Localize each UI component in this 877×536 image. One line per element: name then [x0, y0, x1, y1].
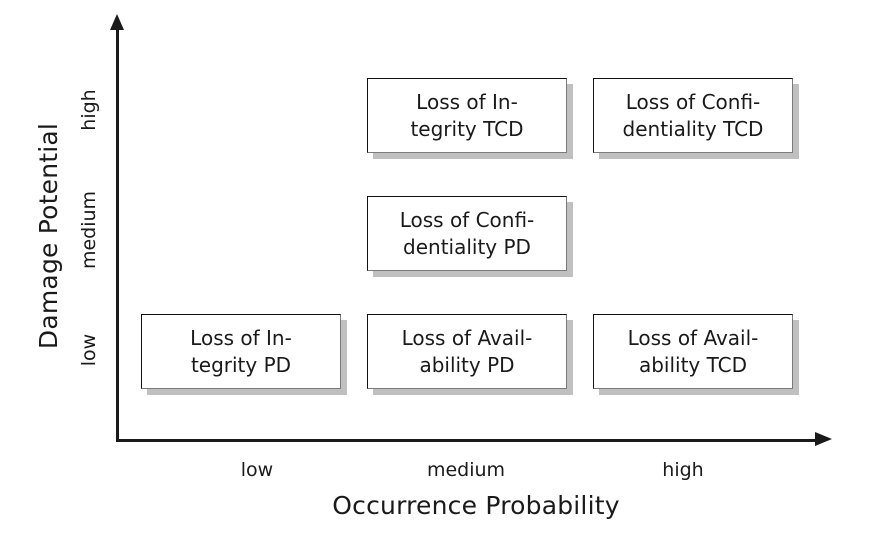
y-axis-tick-low: low: [78, 333, 100, 367]
risk-cell-label-line1: Loss of In-: [190, 325, 292, 350]
risk-cell-integrity-tcd: Loss of In- tegrity TCD: [367, 78, 567, 153]
x-axis-line: [116, 439, 822, 442]
x-axis-arrow-icon: [815, 432, 832, 446]
x-axis-tick-high: high: [662, 459, 704, 481]
risk-cell-confidentiality-tcd: Loss of Confi- dentiality TCD: [593, 78, 793, 153]
risk-cell-label-line2: ability TCD: [638, 353, 748, 377]
y-axis-tick-medium: medium: [78, 190, 100, 270]
risk-cell-label-line2: dentiality PD: [403, 235, 531, 259]
risk-cell-confidentiality-pd: Loss of Confi- dentiality PD: [367, 196, 567, 271]
x-axis-tick-low: low: [240, 459, 274, 481]
risk-cell-integrity-pd: Loss of In- tegrity PD: [141, 314, 341, 389]
risk-cell-label-line2: ability PD: [419, 353, 515, 377]
x-axis-tick-medium: medium: [426, 459, 506, 481]
risk-cell-label-line2: dentiality TCD: [622, 117, 764, 141]
y-axis-title: Damage Potential: [34, 122, 63, 350]
risk-cell-label-line1: Loss of In-: [416, 89, 518, 114]
x-axis-title: Occurrence Probability: [332, 491, 620, 520]
risk-cell-availability-tcd: Loss of Avail- ability TCD: [593, 314, 793, 389]
y-axis-line: [116, 26, 119, 442]
risk-cell-label-line1: Loss of Confi-: [399, 207, 535, 232]
risk-cell-label-line1: Loss of Avail-: [401, 325, 533, 350]
y-axis-arrow-icon: [110, 14, 124, 30]
y-axis-tick-high: high: [78, 89, 100, 131]
risk-cell-label-line2: tegrity PD: [190, 353, 292, 377]
risk-cell-label-line1: Loss of Avail-: [627, 325, 759, 350]
risk-cell-availability-pd: Loss of Avail- ability PD: [367, 314, 567, 389]
risk-cell-label-line2: tegrity TCD: [410, 117, 524, 141]
risk-cell-label-line1: Loss of Confi-: [625, 89, 761, 114]
